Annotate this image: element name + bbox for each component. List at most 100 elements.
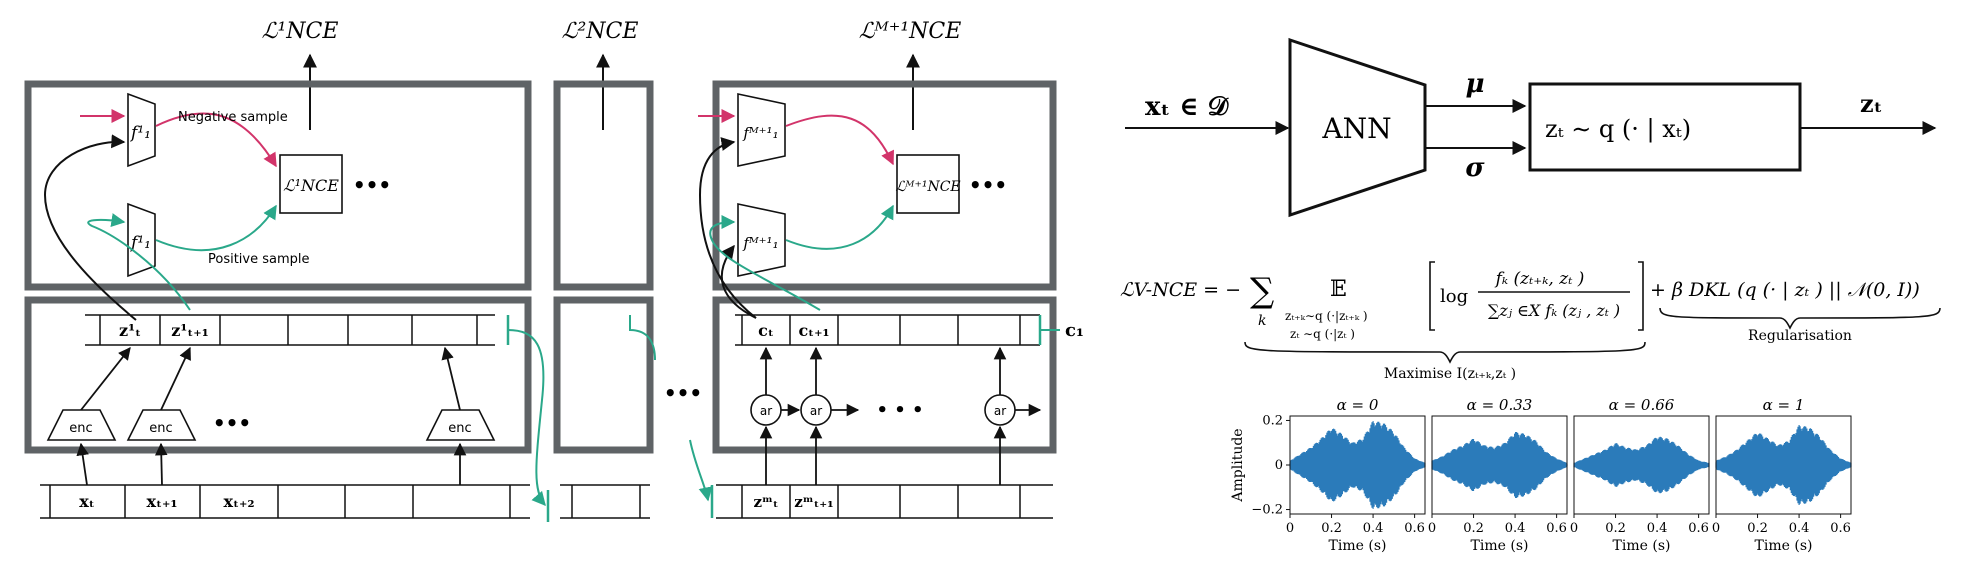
f-negative-trapezoid-m bbox=[737, 93, 786, 167]
context-curve-m2 bbox=[720, 244, 757, 319]
waveform-signal bbox=[1573, 436, 1710, 494]
panel1-bottom-frame bbox=[24, 296, 532, 454]
eq-left-bracket bbox=[1429, 261, 1435, 331]
context-curve-1 bbox=[43, 134, 137, 321]
x-tick-label: 0.6 bbox=[1546, 521, 1567, 536]
context-curve-m bbox=[698, 137, 757, 319]
x-tick-label: 0.4 bbox=[1789, 521, 1810, 536]
f-negative-label-m: fᴹ⁺¹₁ bbox=[742, 124, 778, 142]
waveform-signal bbox=[1431, 432, 1568, 498]
ar-label-1: ar bbox=[760, 404, 772, 418]
x-tick-label: 0.4 bbox=[1505, 521, 1526, 536]
sigma-label: σ bbox=[1465, 153, 1485, 183]
eq-log-num: fₖ (zₜ₊ₖ, zₜ ) bbox=[1494, 269, 1585, 289]
eq-sum-sub: k bbox=[1258, 313, 1266, 329]
ar-dots: • • • bbox=[876, 400, 923, 421]
c-cell-t1: cₜ₊₁ bbox=[798, 321, 829, 340]
loss-label-2: ℒ²NCE bbox=[562, 19, 639, 44]
loss-equation: ℒV-NCE = − ∑ k 𝔼 zₜ₊ₖ∼q (·|zₜ₊ₖ ) zₜ ∼q … bbox=[1120, 261, 1941, 382]
loss-box-m-label: ℒᴹ⁺¹NCE bbox=[895, 179, 960, 195]
loss-box-1-label: ℒ¹NCE bbox=[283, 176, 339, 195]
z-cell-t1: z¹ₜ₊₁ bbox=[171, 321, 208, 340]
f-positive-label-m: fᴹ⁺¹₁ bbox=[742, 234, 778, 252]
vae-input-label: xₜ ∈ 𝒟 bbox=[1145, 92, 1229, 122]
panel2-bracket bbox=[629, 315, 656, 361]
z-cell-t: z¹ₜ bbox=[119, 321, 141, 340]
eq-sum: ∑ bbox=[1250, 271, 1274, 311]
panel-title: α = 0.66 bbox=[1609, 396, 1675, 414]
plot-frame bbox=[1431, 415, 1568, 515]
x-row bbox=[40, 484, 530, 519]
panel2-top-frame bbox=[553, 80, 654, 291]
positive-to-loss-curve-m bbox=[785, 204, 894, 250]
eq-expect: 𝔼 bbox=[1330, 277, 1347, 302]
positive-input-curve-m bbox=[709, 215, 821, 311]
eq-expect-sub1: zₜ₊ₖ∼q (·|zₜ₊ₖ ) bbox=[1285, 309, 1368, 323]
posterior-label: zₜ ∼ q (· | xₜ) bbox=[1545, 115, 1691, 144]
enc-trapezoid-1 bbox=[46, 409, 117, 441]
x-cell-t2: xₜ₊₂ bbox=[224, 492, 255, 511]
enc-label-2: enc bbox=[149, 421, 172, 436]
maximise-label: Maximise I(zₜ₊ₖ,zₜ ) bbox=[1384, 366, 1516, 382]
negative-to-loss-curve bbox=[155, 112, 277, 168]
loss-dots-m: ••• bbox=[969, 173, 1007, 197]
panel3-top-frame bbox=[712, 80, 1057, 291]
waveform-signal bbox=[1715, 425, 1852, 505]
loss-box-1 bbox=[279, 154, 343, 214]
eq-lhs: ℒV-NCE = − bbox=[1120, 279, 1241, 301]
x-tick-label: 0.4 bbox=[1363, 521, 1384, 536]
x-to-enc-arrow-2 bbox=[154, 442, 168, 486]
positive-to-loss-curve bbox=[155, 204, 277, 252]
x-tick-label: 0.6 bbox=[1688, 521, 1709, 536]
x-tick-label: 0 bbox=[1570, 521, 1578, 536]
panel-title: α = 0.33 bbox=[1467, 396, 1533, 414]
mu-label: μ bbox=[1465, 69, 1484, 99]
plot-frame bbox=[1715, 415, 1852, 515]
x-axis-label: Time (s) bbox=[1755, 538, 1813, 554]
x-tick-label: 0.2 bbox=[1463, 521, 1484, 536]
c-cell-t: cₜ bbox=[758, 321, 774, 340]
x-tick-label: 0.2 bbox=[1321, 521, 1342, 536]
enc-dots: ••• bbox=[213, 411, 251, 435]
positive-sample-label: Positive sample bbox=[208, 252, 310, 267]
enc-to-z-arrow-3 bbox=[441, 346, 461, 411]
eq-log-den: ∑zⱼ ∈X fₖ (zⱼ , zₜ ) bbox=[1488, 301, 1620, 320]
f-positive-label: f¹₁ bbox=[129, 233, 151, 253]
x-axis-label: Time (s) bbox=[1329, 538, 1387, 554]
enc-label-3: enc bbox=[448, 421, 471, 436]
x-cell-t: xₜ bbox=[79, 492, 95, 511]
x-tick-label: 0.2 bbox=[1747, 521, 1768, 536]
positive-input-curve bbox=[87, 213, 191, 311]
vae-diagram: xₜ ∈ 𝒟 ANN μ σ zₜ ∼ q (· | xₜ) zₜ bbox=[1125, 37, 1937, 218]
z-row bbox=[85, 314, 495, 346]
loss-box-m bbox=[896, 154, 960, 214]
enc-trapezoid-3 bbox=[425, 409, 496, 441]
f-positive-trapezoid bbox=[127, 202, 156, 278]
f-negative-trapezoid bbox=[127, 92, 156, 168]
zm-row bbox=[716, 484, 1053, 519]
negative-sample-label: Negative sample bbox=[178, 110, 288, 125]
enc-trapezoid-2 bbox=[126, 409, 197, 441]
middle-dots: ••• bbox=[664, 381, 702, 405]
f-positive-trapezoid-m bbox=[737, 203, 786, 277]
zm-cell-t: zᵐₜ bbox=[753, 493, 778, 511]
panel1-top-frame bbox=[24, 80, 532, 291]
panel2-x-row bbox=[560, 484, 650, 519]
plot-frame bbox=[1573, 415, 1710, 515]
x-tick-label: 0.2 bbox=[1605, 521, 1626, 536]
eq-reg: + β DKL (q (· | zₜ ) || 𝒩(0, I)) bbox=[1650, 279, 1920, 301]
x-tick-label: 0 bbox=[1286, 521, 1294, 536]
panel3-bracket-curve bbox=[689, 439, 713, 502]
y-tick-label: 0 bbox=[1275, 458, 1283, 473]
posterior-box bbox=[1528, 82, 1802, 172]
x-axis-label: Time (s) bbox=[1471, 538, 1529, 554]
ar-label-3: ar bbox=[994, 404, 1006, 418]
c-row bbox=[735, 314, 1040, 346]
x-cell-t1: xₜ₊₁ bbox=[147, 492, 178, 511]
eq-right-bracket bbox=[1638, 261, 1644, 331]
